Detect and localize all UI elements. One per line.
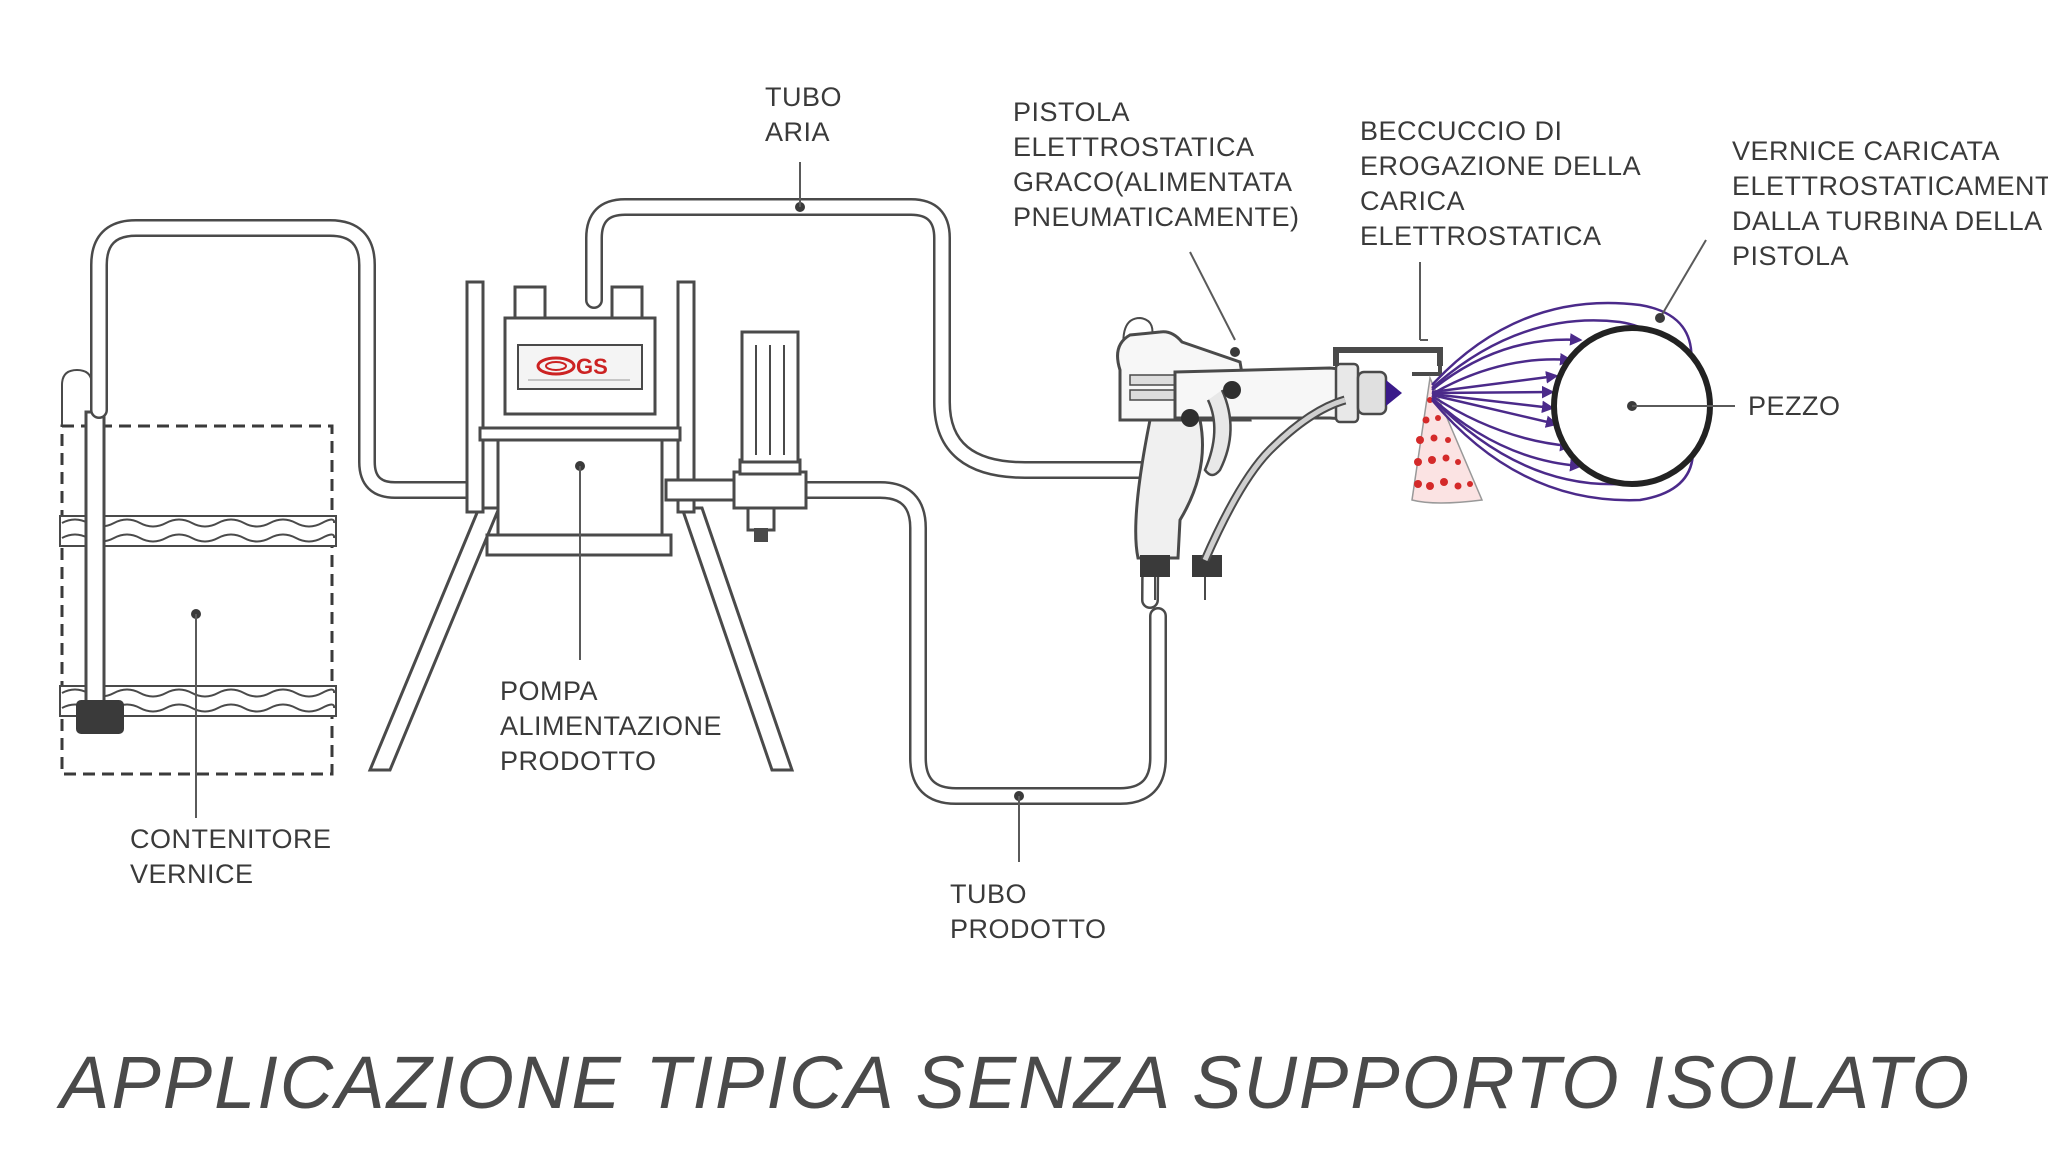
svg-text:CARICA: CARICA [1360,186,1465,216]
svg-text:PRODOTTO: PRODOTTO [500,746,657,776]
svg-text:PISTOLA: PISTOLA [1013,97,1130,127]
svg-text:ELETTROSTATICAMENTE: ELETTROSTATICAMENTE [1732,171,2048,201]
pump-assembly: GS [367,280,808,772]
svg-text:BECCUCCIO DI: BECCUCCIO DI [1360,116,1563,146]
spray-cone [1411,375,1484,504]
svg-text:ELETTROSTATICA: ELETTROSTATICA [1360,221,1602,251]
label-tubo-aria: TUBO ARIA [765,82,842,147]
container-strap-top [59,515,337,547]
label-pompa: POMPA ALIMENTAZIONE PRODOTTO [500,676,722,776]
svg-text:TUBO: TUBO [765,82,842,112]
electrostatic-field-lines [1431,301,1700,502]
svg-text:GRACO(ALIMENTATA: GRACO(ALIMENTATA [1013,167,1293,197]
svg-text:PISTOLA: PISTOLA [1732,241,1849,271]
svg-text:VERNICE: VERNICE [130,859,254,889]
product-hose [796,481,1167,805]
label-vernice-caricata: VERNICE CARICATA ELETTROSTATICAMENTE DAL… [1732,136,2048,271]
label-pistola: PISTOLA ELETTROSTATICA GRACO(ALIMENTATA … [1013,97,1300,232]
svg-text:EROGAZIONE DELLA: EROGAZIONE DELLA [1360,151,1641,181]
suction-hose [90,219,479,499]
svg-text:VERNICE CARICATA: VERNICE CARICATA [1732,136,2000,166]
svg-text:PRODOTTO: PRODOTTO [950,914,1107,944]
svg-text:ARIA: ARIA [765,117,830,147]
svg-text:CONTENITORE: CONTENITORE [130,824,332,854]
spray-gun [1116,316,1443,600]
svg-text:PEZZO: PEZZO [1748,391,1841,421]
svg-text:ELETTROSTATICA: ELETTROSTATICA [1013,132,1255,162]
suction-filter [76,700,124,734]
diagram-title: APPLICAZIONE TIPICA SENZA SUPPORTO ISOLA… [56,1041,1971,1124]
svg-text:PNEUMATICAMENTE): PNEUMATICAMENTE) [1013,202,1300,232]
leader-lines [195,162,1735,862]
label-tubo-prodotto: TUBO PRODOTTO [950,879,1107,944]
label-contenitore: CONTENITORE VERNICE [130,824,332,889]
svg-text:TUBO: TUBO [950,879,1027,909]
svg-text:DALLA TURBINA DELLA: DALLA TURBINA DELLA [1732,206,2043,236]
svg-text:ALIMENTAZIONE: ALIMENTAZIONE [500,711,722,741]
logo-text: GS [576,354,608,379]
paint-container [59,368,337,776]
label-pezzo: PEZZO [1748,391,1841,421]
svg-text:POMPA: POMPA [500,676,598,706]
label-beccuccio: BECCUCCIO DI EROGAZIONE DELLA CARICA ELE… [1360,116,1641,251]
gs-logo: GS [528,354,630,381]
